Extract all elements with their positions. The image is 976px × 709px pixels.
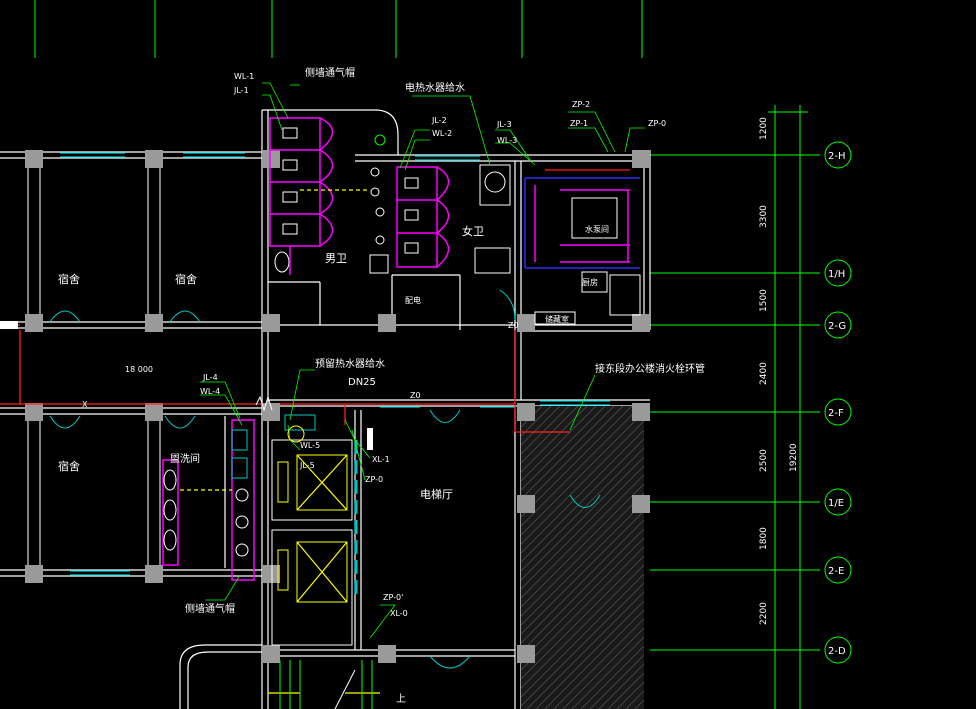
note-water-heater-supply: 电热水器给水 bbox=[405, 81, 465, 94]
axis-2f: 2-F bbox=[828, 408, 844, 419]
tag-z0a: Z0 bbox=[410, 391, 421, 400]
axis-1e: 1/E bbox=[828, 498, 844, 509]
tag-jl3: JL-3 bbox=[496, 120, 512, 129]
room-washroom: 盥洗间 bbox=[170, 452, 200, 465]
axis-2g: 2-G bbox=[828, 321, 846, 332]
axis-2e: 2-E bbox=[828, 566, 844, 577]
tag-z0b: Z0 bbox=[508, 321, 519, 330]
room-elevator-hall: 电梯厅 bbox=[420, 488, 453, 501]
tag-wl3: WL-3 bbox=[497, 136, 517, 145]
axis-labels: 2-H 1/H 2-G 2-F 1/E 2-E 2-D bbox=[828, 151, 846, 657]
room-mens-wc: 男卫 bbox=[325, 252, 347, 265]
note-dn25: DN25 bbox=[348, 377, 376, 388]
tag-jl5: JL-5 bbox=[299, 461, 315, 470]
room-dorm-1: 宿舍 bbox=[58, 272, 80, 286]
dim-1500: 1500 bbox=[759, 289, 769, 312]
tag-xl0: XL-0 bbox=[390, 609, 408, 618]
tag-jl4: JL-4 bbox=[202, 373, 218, 382]
note-side-vent-top: 侧墙通气帽 bbox=[305, 66, 355, 79]
columns bbox=[25, 150, 650, 663]
elevators bbox=[271, 439, 358, 646]
dim-1800: 1800 bbox=[759, 527, 769, 550]
tag-jl1: JL-1 bbox=[233, 86, 249, 95]
pump-room-pipes bbox=[524, 169, 641, 325]
dim-2500: 2500 bbox=[759, 449, 769, 472]
tag-zp2: ZP-2 bbox=[572, 100, 590, 109]
dimension-chain bbox=[650, 105, 820, 709]
dim-2200: 2200 bbox=[759, 602, 769, 625]
fire-main bbox=[0, 324, 570, 433]
tag-x: X bbox=[82, 400, 88, 409]
note-stair-up: 上 bbox=[396, 693, 406, 705]
note-reserved-heater: 预留热水器给水 bbox=[315, 357, 385, 370]
room-pump: 水泵间 bbox=[585, 224, 609, 234]
misc-marks bbox=[0, 321, 373, 450]
tag-zp0: ZP-0 bbox=[648, 119, 666, 128]
dimension-labels: 1200 3300 1500 2400 2500 1800 2200 19200 bbox=[759, 117, 799, 625]
dim-19200: 19200 bbox=[789, 443, 799, 472]
tag-zp1: ZP-1 bbox=[570, 119, 588, 128]
axis-1h: 1/H bbox=[828, 269, 845, 280]
doors bbox=[49, 289, 601, 669]
axis-bubbles bbox=[824, 141, 852, 664]
note-fire-hydrant-ring: 接东段办公楼消火栓环管 bbox=[595, 362, 705, 375]
tag-jl2: JL-2 bbox=[431, 116, 447, 125]
room-storage: 储藏室 bbox=[545, 314, 569, 324]
mens-wc-fixtures bbox=[269, 117, 389, 275]
tag-wl1: WL-1 bbox=[234, 72, 254, 81]
tag-zp0b: ZP-0 bbox=[365, 475, 383, 484]
room-kitchen: 厨房 bbox=[582, 277, 598, 287]
dim-3300: 3300 bbox=[759, 205, 769, 228]
tag-xl1: XL-1 bbox=[372, 455, 390, 464]
tag-wl2: WL-2 bbox=[432, 129, 452, 138]
room-dorm-2: 宿舍 bbox=[175, 272, 197, 286]
leaders bbox=[200, 82, 645, 639]
room-electrical: 配电 bbox=[405, 295, 421, 305]
room-dorm-3: 宿舍 bbox=[58, 459, 80, 473]
stairs bbox=[268, 660, 380, 709]
axis-2d: 2-D bbox=[828, 646, 846, 657]
top-grid-lines bbox=[34, 0, 643, 58]
axis-2h: 2-H bbox=[828, 151, 846, 162]
dim-2400: 2400 bbox=[759, 362, 769, 385]
note-dim-18000: 18 000 bbox=[125, 365, 153, 374]
hatched-area bbox=[521, 406, 644, 709]
note-side-vent-bottom: 侧墙通气帽 bbox=[185, 602, 235, 615]
room-womens-wc: 女卫 bbox=[462, 224, 484, 238]
washroom-fixtures bbox=[162, 414, 316, 581]
tag-wl5: WL-5 bbox=[300, 441, 320, 450]
tag-wl4: WL-4 bbox=[200, 387, 220, 396]
womens-wc-fixtures bbox=[396, 164, 511, 274]
dim-1200: 1200 bbox=[759, 117, 769, 140]
tag-zp0c: ZP-0' bbox=[383, 593, 403, 602]
